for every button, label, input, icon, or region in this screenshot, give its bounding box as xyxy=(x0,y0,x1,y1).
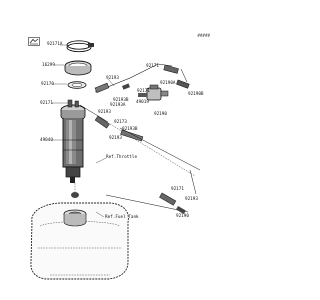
part-92171-low-label: 92171 xyxy=(171,187,184,192)
fuel-tank xyxy=(30,183,129,280)
part-92193-low-label: 92193 xyxy=(185,197,198,202)
part-49040-label: 49040 xyxy=(40,138,53,143)
seal-ring xyxy=(64,60,92,76)
part-92171-left-label: 92171 xyxy=(40,101,53,106)
ref-throttle-label: Ref.Throttle xyxy=(106,155,138,160)
hose-upper-right xyxy=(163,64,190,89)
parts-illustration xyxy=(30,40,201,280)
part-92190-label: 92190 xyxy=(154,112,167,117)
gasket xyxy=(67,81,87,89)
leader-lines xyxy=(52,44,115,218)
part-92171A-label: 92171A xyxy=(47,42,63,47)
diagram-canvas: ##### xyxy=(28,33,210,280)
fuel-pump xyxy=(60,99,86,183)
part-92171-right-label: 92171 xyxy=(137,89,150,94)
part-92193B-low-label: 92193B xyxy=(122,127,138,132)
part-92190-low-label: 92190 xyxy=(176,214,189,219)
part-49019-label: 49019 xyxy=(136,100,149,105)
logo-icon xyxy=(28,37,40,46)
part-92193-top-label: 92193 xyxy=(106,76,119,81)
diagram-code: ##### xyxy=(197,33,210,38)
hose-to-throttle xyxy=(79,104,201,177)
part-92170-label: 92170 xyxy=(41,82,54,87)
part-92190B-label: 92190B xyxy=(188,92,204,97)
part-92193B-label: 92193B xyxy=(113,98,129,103)
part-92193-mid-label: 92193 xyxy=(98,110,111,115)
part-16299-label: 16299 xyxy=(42,63,55,68)
part-92193A-label: 92193A xyxy=(110,103,126,108)
hose-lower-right xyxy=(105,169,197,214)
clamp-ring xyxy=(66,40,94,53)
fuel-filter xyxy=(138,84,169,101)
ref-fuel-tank-label: Ref.Fuel Tank xyxy=(105,215,139,220)
part-92193-lower-label: 92193 xyxy=(109,136,122,141)
part-92171-upper-right-label: 92171 xyxy=(146,64,159,69)
part-92173-label: 92173 xyxy=(114,120,127,125)
part-92190A-label: 92190A xyxy=(160,81,176,86)
